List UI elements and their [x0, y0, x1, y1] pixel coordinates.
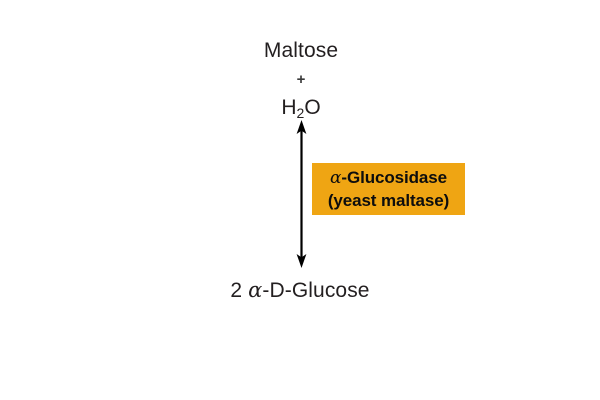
enzyme-label-box: α-Glucosidase (yeast maltase) — [312, 163, 465, 215]
product-coefficient: 2 — [230, 279, 243, 302]
enzyme-alias-line: (yeast maltase) — [327, 190, 450, 210]
enzyme-name-text: -Glucosidase — [341, 167, 447, 187]
water-element-o: O — [304, 96, 321, 119]
water-subscript-2: 2 — [296, 104, 305, 121]
reaction-arrow — [294, 118, 310, 270]
product-name-text: -D-Glucose — [262, 279, 370, 302]
product-label: 2 α-D-Glucose — [230, 279, 369, 302]
reactant-substrate-label: Maltose — [263, 39, 339, 62]
double-headed-vertical-arrow-icon — [296, 120, 307, 268]
alpha-glyph-product: α — [248, 278, 263, 302]
reactant-stack: Maltose + H2O — [1, 40, 600, 120]
product-row: 2 α-D-Glucose — [0, 280, 600, 302]
enzyme-name-line: α-Glucosidase — [330, 167, 447, 190]
water-formula: H2O — [1, 97, 600, 120]
alpha-glyph-enzyme: α — [330, 167, 342, 188]
water-element-h: H — [281, 96, 297, 119]
plus-sign: + — [296, 71, 306, 88]
